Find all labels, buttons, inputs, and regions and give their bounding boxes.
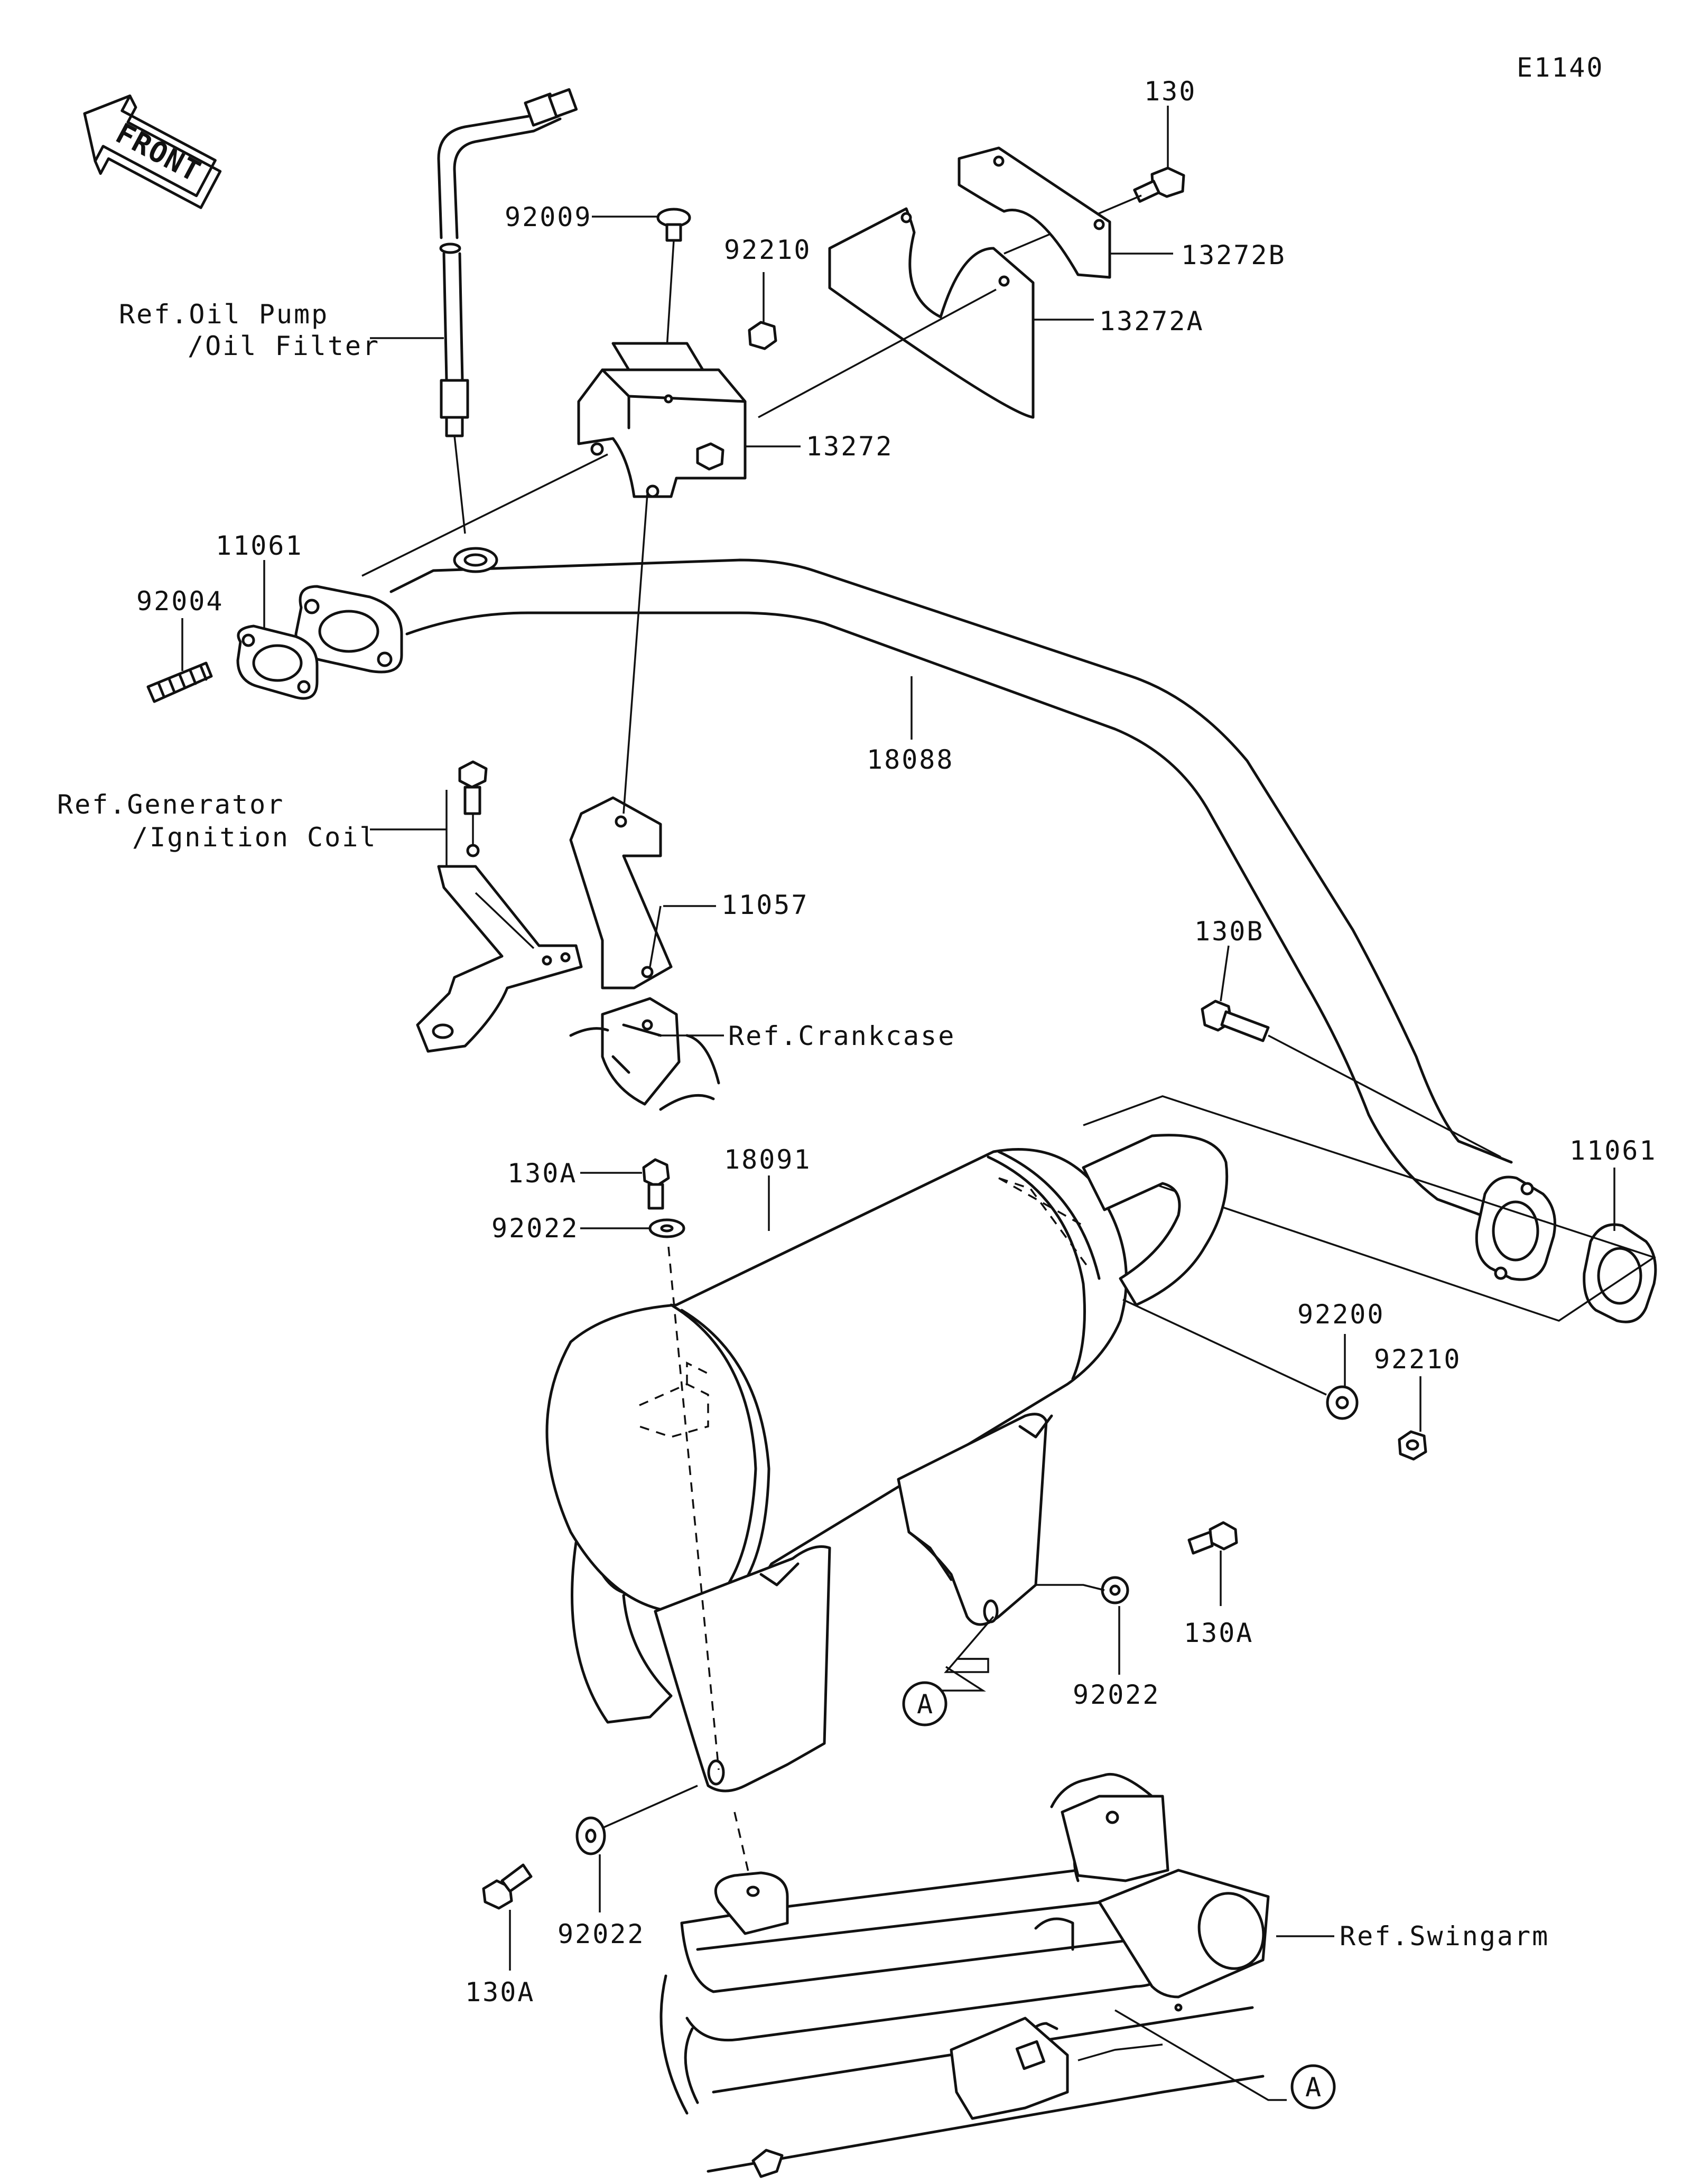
label-92009: 92009	[505, 202, 592, 232]
washer-92200-icon	[1326, 1385, 1359, 1420]
ref-generator-line2: /Ignition Coil	[132, 822, 377, 853]
label-92004: 92004	[136, 586, 224, 617]
washer-92022-right-icon	[1101, 1576, 1129, 1604]
bolt-130A-bottom-icon	[482, 1863, 533, 1910]
bracket-13272	[577, 342, 747, 498]
nut-92210-right-icon	[1398, 1430, 1427, 1461]
label-18091: 18091	[724, 1144, 812, 1175]
marker-a-mid	[902, 1681, 947, 1726]
generator-bracket	[416, 760, 583, 1053]
label-11061-left: 11061	[216, 530, 303, 561]
gasket-11061-right	[1583, 1223, 1657, 1323]
exhaust-pipe-18088	[389, 547, 1513, 1222]
label-11057: 11057	[721, 890, 809, 920]
ref-generator-line1: Ref.Generator	[57, 789, 284, 820]
swingarm	[659, 1772, 1270, 2178]
front-label: FRONT	[110, 117, 207, 189]
label-130A-right: 130A	[1184, 1618, 1253, 1648]
washer-92022-mid-icon	[648, 1218, 685, 1238]
label-13272A: 13272A	[1099, 306, 1204, 337]
bolt-130A-mid-icon	[642, 1158, 670, 1210]
heat-shield-13272B	[958, 146, 1111, 279]
marker-a-bottom-label: A	[1305, 2072, 1323, 2103]
stud-92004-icon	[146, 661, 213, 703]
ref-swingarm: Ref.Swingarm	[1340, 1921, 1549, 1952]
washer-92022-bottom-icon	[575, 1816, 606, 1855]
label-92022-right: 92022	[1073, 1679, 1160, 1710]
front-arrow-icon: FRONT	[83, 94, 222, 209]
label-92210-right: 92210	[1374, 1344, 1462, 1375]
gasket-11061-left	[236, 624, 319, 700]
pipe-flange-right	[1475, 1175, 1556, 1281]
bolt-130A-right-icon	[1187, 1521, 1238, 1555]
label-92210-top: 92210	[724, 235, 812, 265]
label-13272: 13272	[806, 431, 894, 462]
ref-crankcase: Ref.Crankcase	[728, 1021, 955, 1051]
screw-92009-icon	[656, 208, 691, 242]
diagram-code: E1140	[1517, 52, 1604, 83]
ref-oil-pump-line1: Ref.Oil Pump	[119, 299, 329, 330]
heat-shield-13272A	[828, 207, 1035, 419]
label-92022-bottom: 92022	[558, 1919, 645, 1949]
muffler-18091	[545, 1134, 1229, 1793]
label-13272B: 13272B	[1181, 240, 1286, 270]
label-130B: 130B	[1194, 916, 1264, 947]
bolt-130B-icon	[1201, 1000, 1270, 1042]
label-11061-right: 11061	[1569, 1135, 1657, 1166]
label-92200: 92200	[1297, 1299, 1385, 1330]
bolt-130-icon	[1133, 166, 1185, 203]
bracket-11057	[569, 796, 673, 990]
nut-92210-top-icon	[748, 321, 777, 350]
label-92022-mid: 92022	[491, 1213, 579, 1244]
crankcase-boss	[569, 997, 720, 1111]
oil-pump-hose	[437, 88, 578, 534]
pipe-flange-left	[294, 585, 403, 674]
marker-a-mid-label: A	[917, 1689, 934, 1720]
label-130A-mid: 130A	[507, 1158, 577, 1189]
label-130: 130	[1144, 76, 1196, 107]
label-130A-bottom: 130A	[465, 1977, 535, 2008]
label-18088: 18088	[867, 744, 954, 775]
ref-oil-pump-line2: /Oil Filter	[188, 331, 380, 361]
marker-a-bottom	[1290, 2064, 1336, 2110]
